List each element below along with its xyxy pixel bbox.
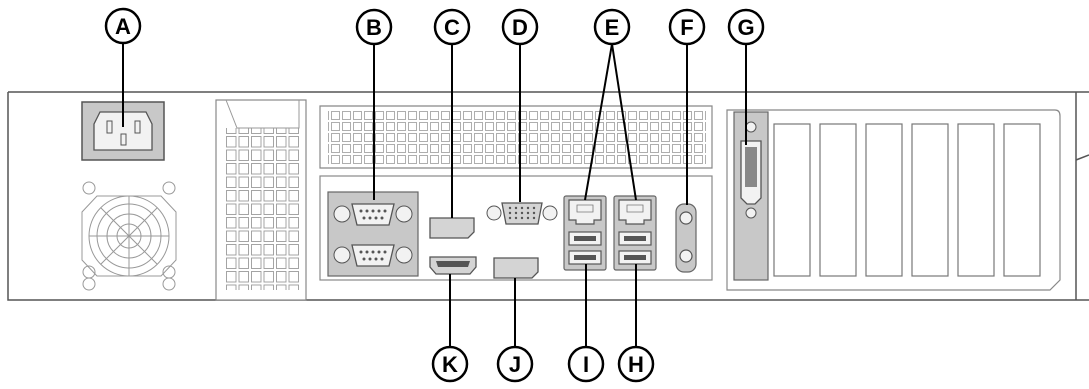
callout-h: H <box>617 345 655 383</box>
callout-b: B <box>355 8 393 46</box>
callout-a: A <box>104 7 142 45</box>
callout-k: K <box>431 345 469 383</box>
displayport-lower <box>493 257 539 279</box>
callout-c: C <box>433 8 471 46</box>
callout-d-label: D <box>512 15 528 40</box>
leader-lines <box>122 43 747 346</box>
callout-d: D <box>501 8 539 46</box>
callout-j-label: J <box>509 352 521 377</box>
callout-f-label: F <box>680 15 693 40</box>
displayport-upper <box>429 217 475 239</box>
callout-i: I <box>567 345 605 383</box>
lan-usb-stack-2 <box>613 195 657 271</box>
callout-k-label: K <box>442 352 458 377</box>
callout-f: F <box>668 8 706 46</box>
vent-left <box>215 99 307 301</box>
callout-h-label: H <box>628 352 644 377</box>
callout-j: J <box>496 345 534 383</box>
callout-e-label: E <box>605 15 620 40</box>
callout-g-label: G <box>737 15 754 40</box>
callout-i-label: I <box>583 352 589 377</box>
callout-e: E <box>593 8 631 46</box>
chassis-outline <box>7 91 1089 301</box>
fan-grille <box>81 181 177 291</box>
callout-a-label: A <box>115 14 131 39</box>
vent-top <box>319 105 713 169</box>
hdmi-port <box>429 256 477 275</box>
callout-b-label: B <box>366 15 382 40</box>
vga-port <box>486 202 558 225</box>
callout-g: G <box>727 8 765 46</box>
lan-usb-stack-1 <box>563 195 607 271</box>
callout-c-label: C <box>444 15 460 40</box>
expansion-slots <box>726 109 1061 291</box>
audio-jacks <box>675 203 697 273</box>
dvi-card <box>733 111 769 281</box>
serial-ports <box>327 191 419 277</box>
power-inlet <box>81 101 165 161</box>
